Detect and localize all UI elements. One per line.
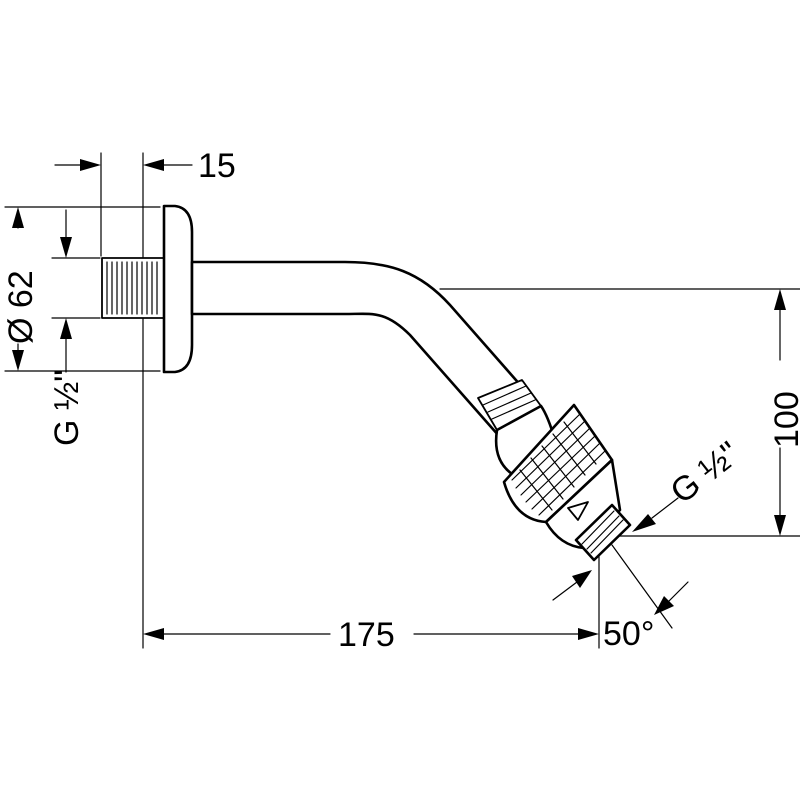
drop-height-label: 100 — [768, 391, 800, 448]
dimension-drop-height: 100 — [768, 289, 800, 536]
dimension-flange-offset: 15 — [54, 147, 236, 185]
flange-offset-label: 15 — [198, 147, 236, 185]
dimension-arm-length: 175 — [143, 616, 599, 654]
shower-arm — [101, 204, 632, 562]
arm-length-label: 175 — [338, 616, 395, 654]
flange-diameter-label: Ø 62 — [2, 270, 40, 344]
curved-pipe — [190, 260, 539, 438]
outlet-thread — [574, 503, 632, 562]
dimension-outlet-angle: 50° — [552, 570, 689, 653]
dimension-flange-diameter: Ø 62 — [2, 207, 40, 371]
dimension-outlet-thread: G ½" — [632, 434, 747, 532]
dimension-wall-thread: G ½" — [48, 209, 86, 446]
outlet-angle-label: 50° — [603, 615, 654, 653]
wall-thread-connector — [101, 257, 165, 319]
triangle-mark-icon — [567, 501, 589, 521]
extension-lines — [4, 152, 800, 649]
wall-flange — [162, 204, 194, 374]
wall-thread-label: G ½" — [48, 370, 86, 446]
